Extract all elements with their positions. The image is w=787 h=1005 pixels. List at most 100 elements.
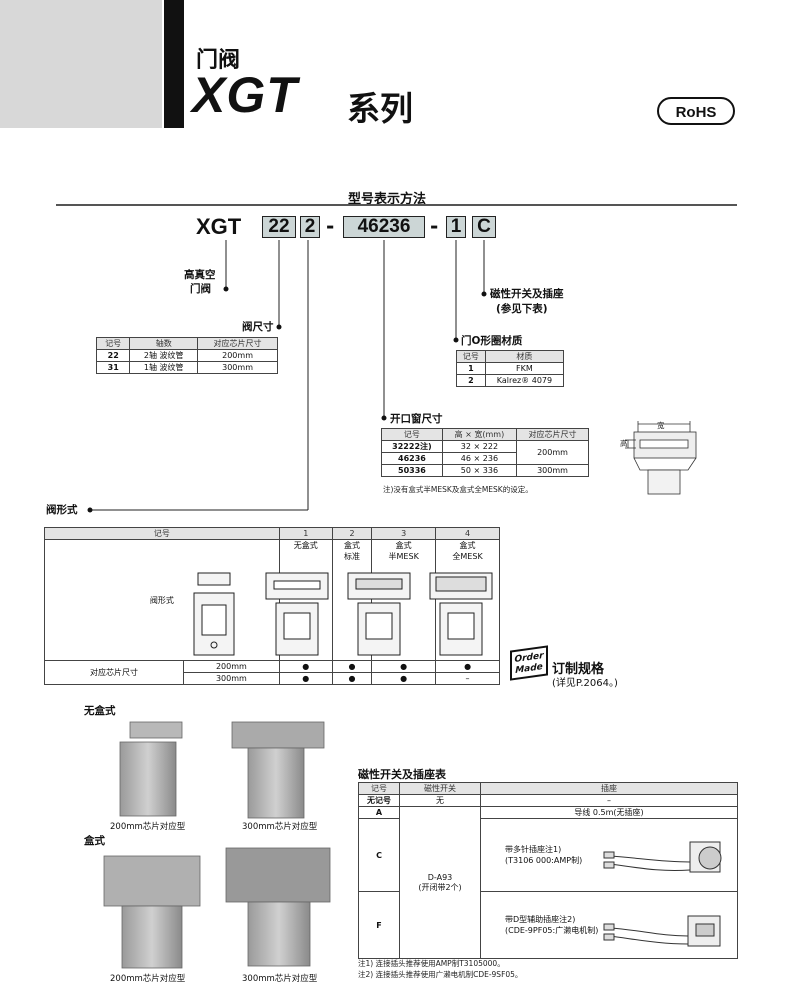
- sw-cell: 无记号: [358, 794, 400, 807]
- sw-switch-model: D-A93: [427, 872, 453, 882]
- sw-header-conn: 插座: [480, 782, 738, 795]
- valve-type-drawings: [193, 572, 493, 656]
- code-switch: C: [472, 216, 496, 238]
- vt-mark: ●: [331, 660, 373, 673]
- vs-cell: 1轴 波纹管: [129, 361, 199, 374]
- title-gate-valve: 门阀: [196, 48, 241, 73]
- sw-cell: F: [358, 891, 400, 959]
- vs-cell: 2轴 波纹管: [129, 349, 199, 362]
- dim-height-label: 高: [620, 439, 628, 448]
- vt-num: 4: [435, 527, 500, 540]
- opening-note: 注)没有盒式半MESK及盒式全MESK的设定。: [383, 485, 533, 494]
- sw-switch-note: (开闭带2个): [418, 882, 462, 892]
- table-row: 31 1轴 波纹管 300mm: [95, 361, 278, 374]
- vt-size: 200mm: [183, 660, 280, 673]
- op-cell: 46236: [381, 452, 443, 465]
- vt-mark: ●: [435, 660, 500, 673]
- label-switch-connector: 磁性开关及插座: [490, 288, 564, 300]
- vs-cell: 31: [95, 361, 131, 374]
- oring-table: 记号 材质 1 FKM 2 Kalrez® 4079: [456, 350, 565, 387]
- vs-cell: 22: [95, 349, 131, 362]
- label-valve-size: 阀尺寸: [242, 321, 274, 333]
- vt-num: 1: [278, 527, 333, 540]
- vt-num: 3: [371, 527, 437, 540]
- opening-table: 记号 高 × 宽(mm) 对应芯片尺寸 32222注) 32 × 222 200…: [381, 428, 590, 477]
- or-cell: Kalrez® 4079: [484, 374, 565, 387]
- title-series: 系列: [347, 89, 413, 128]
- vt-line2: 半MESK: [388, 552, 419, 561]
- vs-cell: 200mm: [197, 349, 278, 362]
- switch-table: 记号 磁性开关 插座 无记号 无 – A D-A93 (开闭带2个) 导线 0.…: [358, 782, 738, 959]
- vt-line2: 标准: [344, 552, 361, 561]
- table-row: 2 Kalrez® 4079: [456, 374, 565, 387]
- or-cell: FKM: [484, 362, 565, 375]
- vt-header-code: 记号: [44, 527, 280, 540]
- dash-1: -: [326, 214, 335, 238]
- vt-line2: 全MESK: [452, 552, 483, 561]
- op-header-size: 高 × 宽(mm): [441, 428, 517, 441]
- op-header-code: 记号: [381, 428, 443, 441]
- label-switch-ref: (参见下表): [496, 303, 548, 315]
- table-row: 无记号 无 –: [358, 794, 738, 807]
- vt-mark: ●: [371, 672, 437, 685]
- vt-mark: ●: [278, 660, 333, 673]
- switch-table-title: 磁性开关及插座表: [358, 768, 446, 781]
- vt-line1: 盒式: [459, 541, 476, 550]
- code-opening: 46236: [343, 216, 425, 238]
- table-row: 22 2轴 波纹管 200mm: [95, 349, 278, 362]
- valve-size-table: 记号 轴数 对应芯片尺寸 22 2轴 波纹管 200mm 31 1轴 波纹管 3…: [95, 337, 278, 374]
- op-cell: 50336: [381, 464, 443, 477]
- vt-size-label: 对应芯片尺寸: [43, 660, 185, 685]
- sw-cell: –: [480, 794, 738, 807]
- photo-label-no-box: 无盒式: [84, 705, 116, 717]
- vs-cell: 300mm: [197, 361, 278, 374]
- sw-switch-cell: D-A93 (开闭带2个): [399, 806, 481, 959]
- op-cell: 50 × 336: [441, 464, 517, 477]
- caption-300-box: 300mm芯片对应型: [242, 974, 318, 984]
- label-gate-valve: 门阀: [190, 283, 211, 295]
- vt-line1: 无盒式: [293, 541, 318, 550]
- order-ref: (详见P.2064。): [552, 678, 618, 689]
- caption-300-no-box: 300mm芯片对应型: [242, 822, 318, 832]
- model-prefix: XGT: [196, 214, 242, 239]
- vt-mark: ●: [371, 660, 437, 673]
- or-header-code: 记号: [456, 350, 486, 363]
- label-valve-type: 阀形式: [46, 504, 78, 516]
- photo-label-box: 盒式: [84, 835, 105, 847]
- sw-conn-c-line1: 带多针插座注1): [505, 845, 562, 854]
- sw-cell: 无: [399, 794, 481, 807]
- or-cell: 1: [456, 362, 486, 375]
- switch-note-1: 注1) 连接插头推荐使用AMP制T3105000。: [358, 959, 505, 968]
- label-oring: 门O形圈材质: [461, 335, 523, 347]
- vs-header-code: 记号: [95, 337, 131, 350]
- caption-200-no-box: 200mm芯片对应型: [110, 822, 186, 832]
- code-oring: 1: [446, 216, 466, 238]
- table-row: A D-A93 (开闭带2个) 导线 0.5m(无插座): [358, 806, 738, 959]
- header-black-bar: [164, 0, 184, 128]
- product-photos: [103, 721, 331, 969]
- table-row: 50336 50 × 336 300mm: [381, 464, 590, 477]
- dash-2: -: [430, 214, 439, 238]
- label-opening: 开口窗尺寸: [390, 413, 443, 425]
- section-divider: [56, 204, 737, 206]
- op-cell: 46 × 236: [441, 452, 517, 465]
- op-cell: 300mm: [515, 464, 590, 477]
- code-valve-type: 2: [300, 216, 320, 238]
- sw-conn-c-line2: (T3106 000:AMP制): [505, 856, 583, 865]
- section-title: 型号表示方法: [348, 192, 427, 207]
- sw-header-switch: 磁性开关: [399, 782, 481, 795]
- op-cell: 200mm: [515, 440, 590, 465]
- rohs-badge: RoHS: [657, 97, 735, 125]
- order-title: 订制规格: [552, 662, 605, 677]
- sw-cell: 导线 0.5m(无插座): [480, 806, 738, 819]
- vt-line1: 盒式: [395, 541, 412, 550]
- table-row: 300mm ● ● ● –: [45, 672, 500, 685]
- label-high-vacuum: 高真空: [184, 269, 216, 281]
- vt-mark: ●: [278, 672, 333, 685]
- switch-note-2: 注2) 连接插头推荐使用广濑电机制CDE-9SF05。: [358, 970, 523, 979]
- vt-mark: –: [435, 672, 500, 685]
- op-header-chip: 对应芯片尺寸: [515, 428, 590, 441]
- table-row: 1 FKM: [456, 362, 565, 375]
- or-cell: 2: [456, 374, 486, 387]
